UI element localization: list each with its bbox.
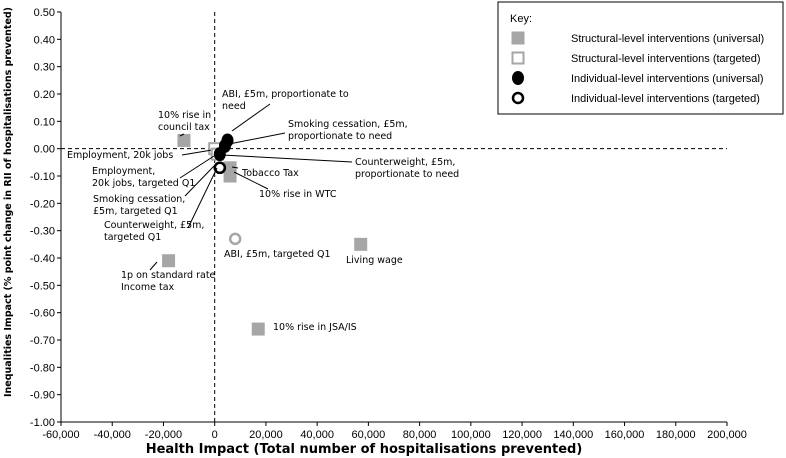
leader-line [231,166,239,169]
x-tick-label: -20,000 [145,429,182,441]
legend-box [497,1,784,115]
y-tick-label: -0.80 [30,362,55,374]
y-tick-label: 0.30 [34,62,55,74]
data-label: Smoking cessation, £5m,proportionate to … [288,119,408,142]
y-tick-label: -0.70 [30,335,55,347]
data-label: 10% rise in WTC [259,189,337,200]
data-label: ABI, £5m, targeted Q1 [224,249,331,260]
y-tick-label: 0.50 [34,7,55,19]
x-tick-label: 40,000 [300,429,334,441]
legend: Key: Structural-level interventions (univ… [497,1,784,115]
leader-line [179,133,185,137]
leader-line [179,155,215,179]
y-tick-label: -0.40 [30,253,55,265]
data-point [213,161,227,175]
x-tick-label: 120,000 [502,429,542,441]
y-axis-title: Inequalities Impact (% point change in R… [3,7,14,397]
data-label: Smoking cessation,£5m, targeted Q1 [93,194,185,217]
legend-marker [511,91,525,105]
x-tick-label: -40,000 [94,429,131,441]
y-tick-label: -0.20 [30,198,55,210]
x-tick-label: 100,000 [451,429,491,441]
legend-entry: Individual-level interventions (targeted… [571,93,760,105]
y-tick-label: -0.50 [30,280,55,292]
leader-line [233,171,269,190]
data-point [223,169,237,183]
leader-line [228,132,286,145]
data-point [354,237,368,251]
y-tick-label: -1.00 [30,417,55,429]
data-point [228,232,242,246]
legend-entry: Structural-level interventions (universa… [571,33,764,45]
y-tick-label: 0.10 [34,116,55,128]
leader-line [231,103,271,132]
leader-line [149,261,158,271]
y-tick-label: 0.40 [34,34,55,46]
data-label: Living wage [346,255,403,266]
x-tick-label: 20,000 [249,429,283,441]
y-tick-label: 0.20 [34,89,55,101]
x-tick-label: 180,000 [656,429,696,441]
legend-entry: Structural-level interventions (targeted… [571,53,761,65]
data-point [251,322,265,336]
legend-title: Key: [510,13,532,25]
legend-marker [511,31,525,45]
data-point [213,147,226,162]
x-tick-label: -60,000 [42,429,79,441]
x-tick-label: 80,000 [403,429,437,441]
x-tick-label: 0 [212,429,218,441]
leader-line [184,165,215,197]
data-label: Counterweight, £5m,targeted Q1 [104,220,204,243]
y-tick-label: -0.10 [30,171,55,183]
x-axis-title: Health Impact (Total number of hospitali… [146,442,583,457]
x-tick-label: 60,000 [352,429,386,441]
y-tick-label: -0.90 [30,390,55,402]
legend-entry: Individual-level interventions (universa… [571,73,764,85]
data-point [162,254,176,268]
leader-line [221,154,353,163]
plot-area: 0.50 0.40 0.30 0.20 0.10 0.00 -0.10 -0.20 -0.30 -… [3,7,747,457]
x-tick-label: 200,000 [707,429,747,441]
data-label: Counterweight, £5m,proportionate to need [355,157,459,180]
y-tick-label: -0.60 [30,308,55,320]
data-label: Employment,20k jobs, targeted Q1 [92,166,195,189]
x-tick-label: 160,000 [605,429,645,441]
legend-marker [512,71,524,85]
data-label: Employment, 20k jobs [67,150,173,161]
y-tick-label: -0.30 [30,226,55,238]
x-tick-label: 140,000 [553,429,593,441]
data-label: 10% rise in JSA/IS [273,322,357,333]
data-label: Tobacco Tax [241,168,299,179]
leader-line [181,149,213,156]
legend-marker [511,51,525,65]
leader-line [187,167,218,229]
data-point [177,133,191,147]
y-tick-label: 0.00 [34,144,55,156]
